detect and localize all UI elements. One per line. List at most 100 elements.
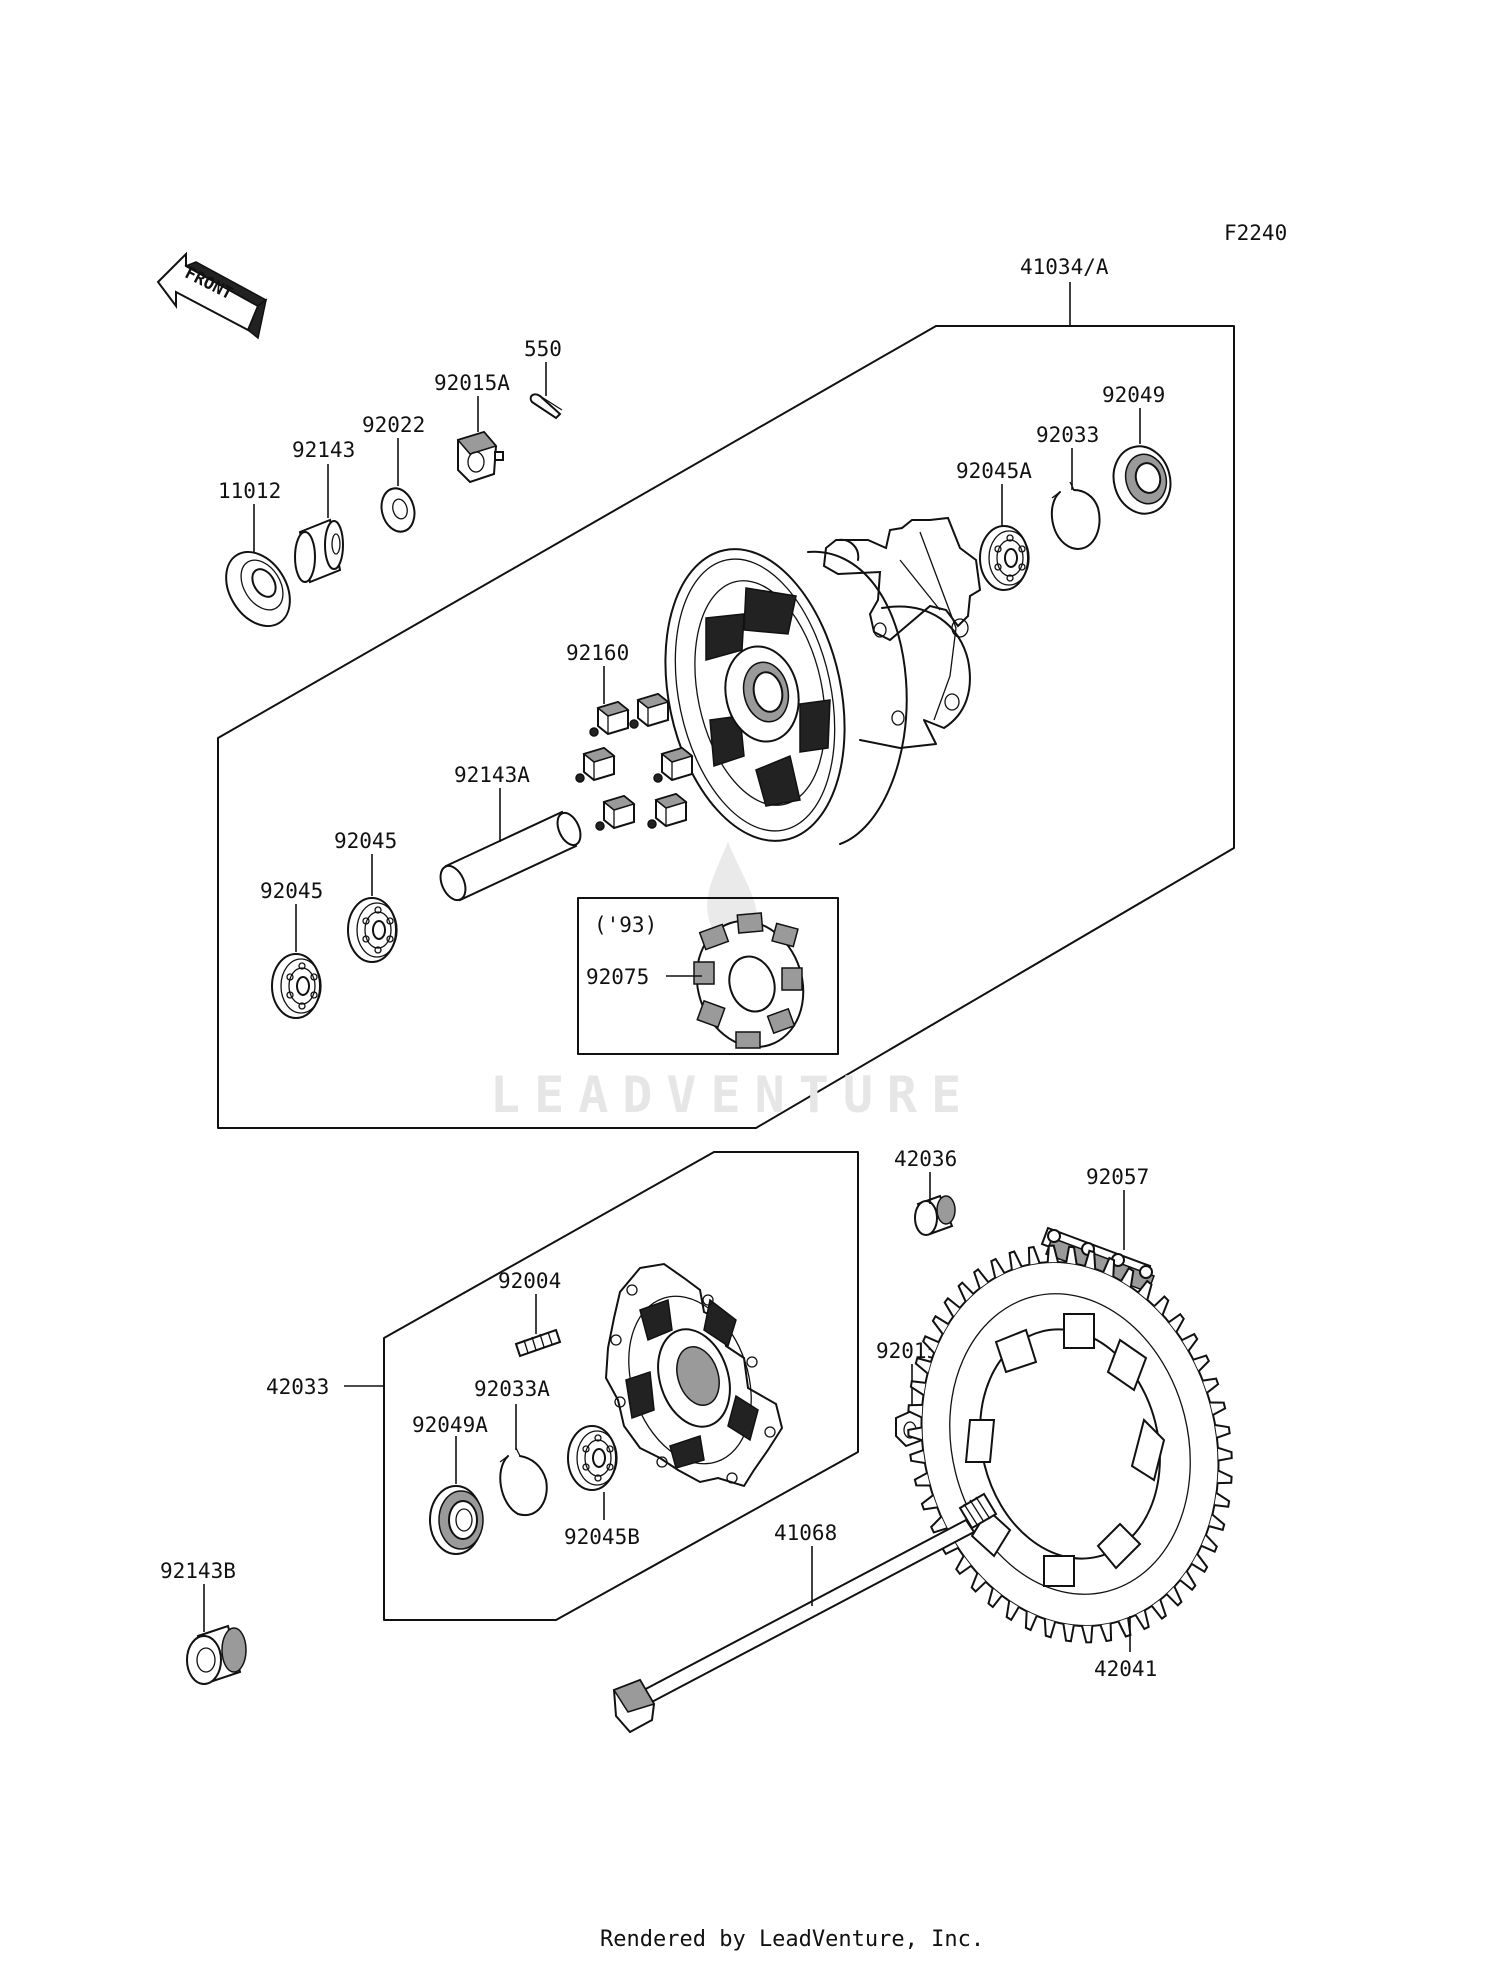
label-92160: 92160 bbox=[566, 641, 629, 665]
sprocket-tooth bbox=[1179, 1570, 1197, 1592]
part-92049-seal bbox=[1112, 445, 1172, 515]
part-92045A-bearing bbox=[979, 525, 1030, 591]
watermark: LEADVENTURE bbox=[490, 1066, 975, 1124]
part-sprocket-coupling bbox=[604, 1262, 784, 1488]
label-92015A: 92015A bbox=[434, 371, 510, 395]
sprocket-tooth bbox=[922, 1334, 940, 1354]
sprocket-tooth bbox=[1120, 1266, 1135, 1288]
part-92033A-circlip bbox=[499, 1447, 548, 1517]
sprocket-tooth bbox=[1202, 1377, 1220, 1394]
label-41034A: 41034/A bbox=[1020, 255, 1109, 279]
figure-code: F2240 bbox=[1224, 221, 1287, 245]
sprocket-tooth bbox=[1214, 1492, 1231, 1508]
part-92075-damper-ring bbox=[693, 912, 805, 1049]
sprocket-tooth bbox=[943, 1296, 961, 1318]
sprocket-tooth bbox=[1200, 1534, 1218, 1554]
front-arrow-icon: FRONT bbox=[156, 251, 268, 340]
part-42036-collar bbox=[914, 1194, 956, 1236]
label-92143: 92143 bbox=[292, 438, 355, 462]
sprocket-tooth bbox=[907, 1403, 923, 1419]
label-92057: 92057 bbox=[1086, 1165, 1149, 1189]
sprocket-tooth bbox=[913, 1472, 931, 1487]
sprocket-tooth bbox=[914, 1356, 932, 1375]
sprocket-tooth bbox=[1005, 1600, 1020, 1622]
sprocket-tooth bbox=[970, 1572, 987, 1593]
sprocket-tooth bbox=[1027, 1245, 1041, 1265]
sprocket-tooth bbox=[1062, 1623, 1075, 1643]
sprocket-tooth bbox=[1099, 1623, 1113, 1643]
sprocket-tooth bbox=[920, 1494, 938, 1511]
label-92004: 92004 bbox=[498, 1269, 561, 1293]
label-92033: 92033 bbox=[1036, 423, 1099, 447]
part-92143B-collar bbox=[186, 1624, 247, 1685]
label-11012: 11012 bbox=[218, 479, 281, 503]
sprocket-tooth bbox=[1083, 1249, 1097, 1270]
part-92022-washer bbox=[380, 487, 416, 533]
sprocket-hub-boundary bbox=[383, 1151, 859, 1621]
sprocket-tooth bbox=[1217, 1469, 1233, 1485]
label-92045B: 92045B bbox=[564, 1525, 640, 1549]
sprocket-tooth bbox=[1117, 1618, 1132, 1638]
part-92045B-bearing bbox=[567, 1425, 618, 1491]
part-42041-sprocket bbox=[907, 1244, 1233, 1644]
sprocket-tooth bbox=[1081, 1625, 1094, 1644]
sprocket-tooth bbox=[1134, 1610, 1150, 1631]
label-41068: 41068 bbox=[774, 1521, 837, 1545]
part-92143-collar bbox=[294, 518, 344, 584]
sprocket-tooth bbox=[1192, 1354, 1211, 1372]
sprocket-tooth bbox=[907, 1426, 923, 1442]
sprocket-tooth bbox=[1209, 1401, 1227, 1416]
part-92033-circlip bbox=[1051, 481, 1101, 550]
sprocket-tooth bbox=[1168, 1312, 1185, 1333]
sprocket-tooth bbox=[909, 1449, 926, 1464]
sprocket-tooth bbox=[929, 1516, 948, 1534]
sprocket-tooth bbox=[931, 1314, 949, 1335]
label-92143B: 92143B bbox=[160, 1559, 236, 1583]
label-92045A: 92045A bbox=[956, 459, 1032, 483]
sprocket-tooth bbox=[955, 1555, 972, 1576]
sprocket-tooth bbox=[1181, 1332, 1199, 1352]
sprocket-tooth bbox=[973, 1268, 989, 1289]
sprocket-tooth bbox=[1151, 1599, 1167, 1620]
sprocket-tooth bbox=[987, 1587, 1003, 1609]
sprocket-tooth bbox=[1043, 1618, 1057, 1639]
label-92075: 92075 bbox=[586, 965, 649, 989]
sprocket-tooth bbox=[1214, 1424, 1231, 1439]
sprocket-tooth bbox=[909, 1380, 926, 1396]
sprocket-tooth bbox=[957, 1281, 975, 1302]
sprocket-tooth bbox=[1191, 1553, 1209, 1574]
footer-credit: Rendered by LeadVenture, Inc. bbox=[600, 1927, 984, 1952]
label-92045-upper: 92045 bbox=[334, 829, 397, 853]
part-11012-seal bbox=[225, 550, 291, 628]
label-42036: 42036 bbox=[894, 1147, 957, 1171]
label-92022: 92022 bbox=[362, 413, 425, 437]
sprocket-tooth bbox=[1008, 1250, 1023, 1270]
sprocket-tooth bbox=[1065, 1245, 1078, 1265]
sprocket-tooth bbox=[1217, 1446, 1233, 1462]
part-92015A-nut bbox=[456, 430, 504, 484]
inset-1993-box bbox=[577, 897, 839, 1055]
label-550: 550 bbox=[524, 337, 562, 361]
label-92033A: 92033A bbox=[474, 1377, 550, 1401]
label-92049: 92049 bbox=[1102, 383, 1165, 407]
sprocket-tooth bbox=[1137, 1279, 1153, 1301]
sprocket-tooth bbox=[1102, 1256, 1116, 1277]
part-92049A-seal bbox=[429, 1485, 484, 1555]
sprocket-tooth bbox=[1153, 1295, 1170, 1316]
label-42041: 42041 bbox=[1094, 1657, 1157, 1681]
label-92049A: 92049A bbox=[412, 1413, 488, 1437]
hub-assembly-boundary bbox=[217, 325, 1235, 1129]
sprocket-tooth bbox=[1208, 1513, 1226, 1532]
part-92143A-spacer bbox=[439, 810, 582, 902]
part-rear-hub bbox=[664, 516, 982, 845]
part-92045-bearing-inner bbox=[347, 897, 398, 963]
part-92045-bearing-outer bbox=[271, 953, 322, 1019]
label-42033: 42033 bbox=[266, 1375, 329, 1399]
sprocket-tooth bbox=[1024, 1611, 1038, 1632]
label-92143A: 92143A bbox=[454, 763, 530, 787]
label-92045-lower: 92045 bbox=[260, 879, 323, 903]
part-92004-stud bbox=[514, 1328, 562, 1358]
sprocket-tooth bbox=[1165, 1586, 1183, 1607]
inset-1993-label: ('93) bbox=[594, 913, 657, 937]
